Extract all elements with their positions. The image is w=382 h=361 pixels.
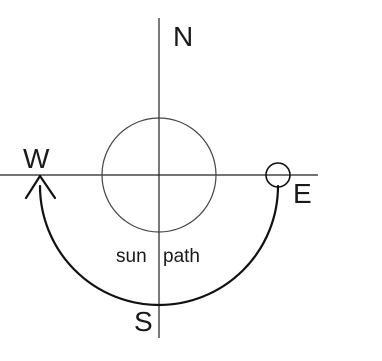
sun-path-label-left: sun <box>116 246 147 267</box>
earth-circle <box>101 117 217 233</box>
east-label: E <box>293 178 312 209</box>
west-label: W <box>23 143 50 174</box>
south-label: S <box>134 306 153 337</box>
north-label: N <box>173 21 193 52</box>
sun-path-label-right: path <box>163 246 200 267</box>
sun-icon <box>265 162 291 188</box>
sun-path-arc <box>38 184 280 307</box>
arrowhead-icon <box>24 174 57 200</box>
